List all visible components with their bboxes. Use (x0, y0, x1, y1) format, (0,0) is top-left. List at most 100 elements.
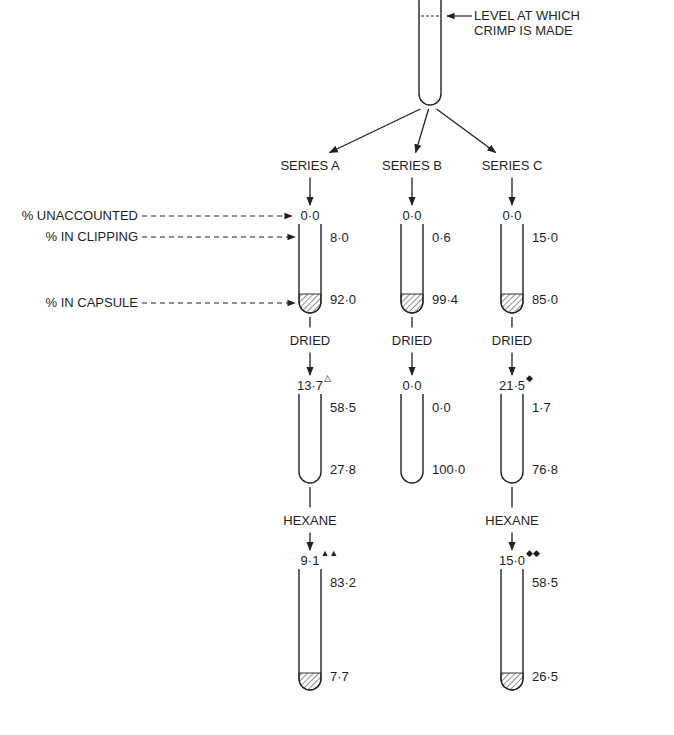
sample-tube: 0·00·0100·0 (400, 378, 424, 484)
tube-outline (299, 394, 321, 483)
capsule-percent: 100·0 (432, 462, 465, 477)
sample-tube-drawing (298, 394, 322, 486)
unaccounted-percent: 9·1 (301, 553, 320, 568)
stage-label: DRIED (489, 331, 535, 350)
flow-line (411, 317, 412, 328)
capsule-percent: 85·0 (532, 292, 558, 307)
stage-label: SERIES B (379, 156, 445, 175)
clipping-percent: 8·0 (330, 230, 349, 245)
sample-tube: 0·08·092·0 (298, 208, 322, 314)
flow-arrow (416, 109, 429, 153)
tube-outline (501, 224, 523, 313)
sample-tube: 15·058·526·5 (500, 553, 524, 691)
crimp-level-line (421, 15, 439, 16)
flow-arrow (309, 533, 310, 551)
stage-label: HEXANE (280, 511, 339, 530)
footnote-mark: ▲▲ (320, 548, 338, 558)
flow-arrow (411, 178, 412, 206)
sample-tube-drawing (298, 224, 322, 316)
capsule-leader (142, 302, 295, 303)
row-label: % IN CLIPPING (8, 229, 138, 244)
sample-tube: 21·51·776·8 (500, 378, 524, 484)
stage-text: DRIED (492, 333, 532, 348)
tube-outline (501, 394, 523, 483)
row-label: % UNACCOUNTED (8, 208, 138, 223)
tube-outline (501, 569, 523, 690)
unaccounted-percent: 21·5 (499, 378, 525, 393)
sample-tube: 13·758·527·8 (298, 378, 322, 484)
capsule-percent: 26·5 (532, 669, 558, 684)
footnote-mark: ◆ (526, 373, 533, 383)
row-label: % IN CAPSULE (8, 295, 138, 310)
stage-text: SERIES A (280, 158, 339, 173)
flow-line (511, 317, 512, 328)
unaccounted-percent: 0·0 (403, 378, 422, 393)
tube-outline (419, 0, 441, 105)
sample-tube: 9·183·27·7 (298, 553, 322, 691)
stage-text: DRIED (290, 333, 330, 348)
stage-text: HEXANE (485, 513, 538, 528)
clipping-percent: 0·0 (432, 400, 451, 415)
flow-arrow (330, 109, 421, 153)
stage-label: SERIES C (479, 156, 546, 175)
clipping-percent: 58·5 (330, 400, 356, 415)
clipping-percent: 15·0 (532, 230, 558, 245)
clipping-leader (142, 236, 295, 237)
flow-arrow (511, 353, 512, 376)
sample-tube: 0·015·085·0 (500, 208, 524, 314)
flow-arrow (511, 533, 512, 551)
crimp-callout: LEVEL AT WHICH CRIMP IS MADE (474, 8, 599, 38)
sample-tube-drawing (298, 569, 322, 693)
capsule-percent: 76·8 (532, 462, 558, 477)
footnote-mark: △ (324, 373, 331, 383)
tube-outline (401, 224, 423, 313)
clipping-percent: 1·7 (532, 400, 551, 415)
stage-text: SERIES B (382, 158, 442, 173)
footnote-mark: ◆◆ (526, 548, 540, 558)
capsule-percent: 27·8 (330, 462, 356, 477)
unaccounted-percent: 13·7 (297, 378, 323, 393)
unaccounted-percent: 0·0 (503, 208, 522, 223)
stage-label: SERIES A (277, 156, 342, 175)
sample-tube-drawing (500, 224, 524, 316)
unaccounted-percent: 15·0 (499, 553, 525, 568)
sample-tube-drawing (400, 224, 424, 316)
clipping-percent: 83·2 (330, 575, 356, 590)
tube-outline (299, 224, 321, 313)
capsule-percent: 7·7 (330, 669, 349, 684)
sample-tube: 0·00·699·4 (400, 208, 424, 314)
tube-outline (401, 394, 423, 483)
sample-tube-drawing (400, 394, 424, 486)
crimped-tube-drawing (418, 0, 442, 108)
stage-label: HEXANE (482, 511, 541, 530)
clipping-percent: 58·5 (532, 575, 558, 590)
tube-outline (299, 569, 321, 690)
unaccounted-leader (142, 215, 292, 216)
sample-tube-drawing (500, 394, 524, 486)
stage-text: DRIED (392, 333, 432, 348)
stage-text: SERIES C (482, 158, 543, 173)
unaccounted-percent: 0·0 (403, 208, 422, 223)
clipping-percent: 0·6 (432, 230, 451, 245)
flow-line (309, 317, 310, 328)
capsule-percent: 99·4 (432, 292, 458, 307)
stage-label: DRIED (389, 331, 435, 350)
flow-line (309, 487, 310, 508)
flow-line (511, 487, 512, 508)
flow-arrow (309, 353, 310, 376)
crimped-tube: LEVEL AT WHICH CRIMP IS MADE (418, 0, 442, 106)
stage-label: DRIED (287, 331, 333, 350)
flow-arrow (411, 353, 412, 376)
flow-arrow (437, 109, 496, 153)
unaccounted-percent: 0·0 (301, 208, 320, 223)
flow-arrow (511, 178, 512, 206)
flow-arrow (309, 178, 310, 206)
sample-tube-drawing (500, 569, 524, 693)
capsule-percent: 92·0 (330, 292, 356, 307)
stage-text: HEXANE (283, 513, 336, 528)
crimp-leader-arrow (447, 15, 472, 16)
